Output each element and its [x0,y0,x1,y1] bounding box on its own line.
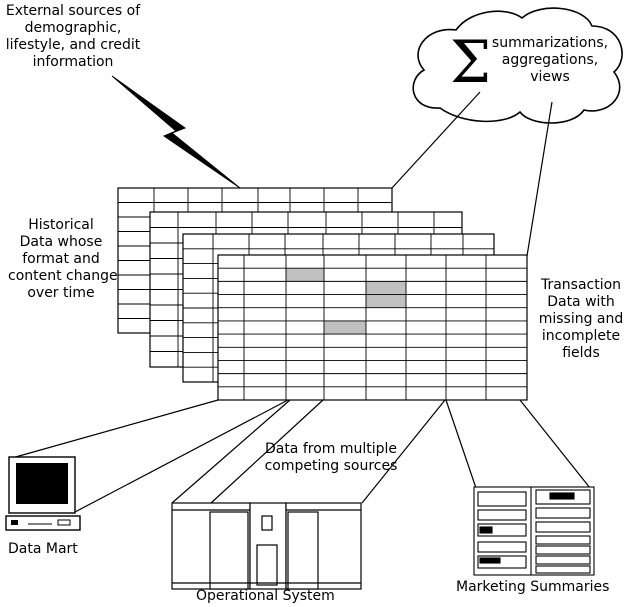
connector-line [11,399,219,459]
marketing-summaries-label: Marketing Summaries [456,579,610,595]
connector-line [445,399,477,489]
server-rack-icon [171,502,362,590]
cloud-label: summarizations, aggregations, views [491,35,609,85]
data-tables-stack [117,187,528,401]
missing-cell [366,294,406,308]
cloud-connector-line [526,101,553,257]
external-sources-label: External sources of demographic, lifesty… [5,3,141,70]
connector-line [74,399,289,513]
cloud-connector-line [391,91,481,189]
historical-data-label: Historical Data whose format and content… [8,217,118,301]
server-tower-icon [473,486,595,576]
missing-cell [324,320,366,335]
transaction-data-label: Transaction Data with missing and incomp… [538,277,624,361]
lightning-bolt-icon [111,75,241,189]
missing-cell [366,281,406,295]
connector-line [210,399,324,504]
sigma-icon: Σ [450,28,491,96]
operational-system-label: Operational System [196,588,335,604]
table-sheet [217,254,528,401]
connector-line [361,399,446,504]
cloud-shape [412,7,623,124]
connector-line [171,399,291,504]
data-mart-label: Data Mart [8,541,78,557]
multiple-sources-label: Data from multiple competing sources [264,441,398,474]
connector-line [519,399,591,489]
computer-icon [5,456,81,531]
missing-cell [286,268,324,282]
